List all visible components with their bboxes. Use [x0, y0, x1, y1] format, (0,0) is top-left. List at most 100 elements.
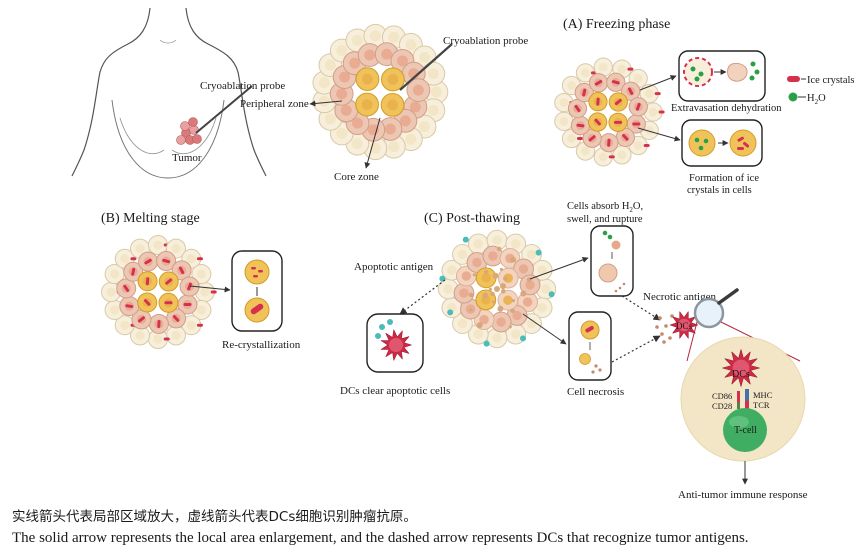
swollen-cell: [598, 263, 618, 283]
legend-ice-label: Ice crystals: [807, 75, 855, 86]
label-core-zone: Core zone: [334, 171, 379, 183]
mhc-receptor: [745, 389, 749, 401]
necrotic-debris: [469, 308, 473, 312]
cell-nucleus: [324, 59, 336, 71]
apoptotic-antigen-dot: [447, 309, 454, 316]
necrotic-debris: [655, 314, 674, 344]
cell-nucleus: [644, 125, 654, 135]
ice-crystal: [611, 80, 620, 85]
cell-nucleus: [135, 244, 145, 254]
arrow-to-extravasation: [639, 75, 677, 91]
cell-nucleus: [581, 146, 590, 156]
cell-nucleus: [581, 68, 590, 78]
cell-nucleus: [135, 330, 145, 340]
cell-nucleus: [427, 104, 439, 116]
ice-crystal: [172, 315, 180, 322]
label-cell-necrosis: Cell necrosis: [567, 386, 624, 398]
necrotic-cell: [579, 353, 591, 365]
apoptotic-antigen-dot: [483, 340, 490, 347]
cell-nucleus: [633, 74, 643, 83]
cell-nucleus: [559, 98, 569, 107]
cell-nucleus: [457, 318, 468, 329]
necrotic-debris: [510, 308, 515, 314]
label-dcs-big: DCs: [732, 369, 750, 380]
cell-nucleus: [633, 141, 643, 150]
cell-nucleus: [324, 113, 336, 125]
tumor-cell: [188, 117, 198, 127]
ice-crystal: [643, 144, 650, 148]
legend-water-icon: [788, 92, 798, 102]
water-drop: [703, 138, 709, 144]
body-silhouette: [71, 7, 267, 179]
label-cd28: CD28: [712, 401, 732, 411]
apoptotic-antigen-dot: [462, 236, 469, 243]
cell-nucleus: [510, 329, 521, 339]
cell-nucleus: [617, 64, 627, 74]
necrotic-debris: [526, 277, 532, 282]
ice-crystal: [614, 98, 622, 106]
label-tumor: Tumor: [172, 152, 202, 164]
cell-nucleus: [648, 107, 658, 117]
ice-crystal: [585, 326, 594, 333]
cell-nucleus: [459, 288, 469, 298]
ice-crystal: [576, 123, 585, 128]
legend-ice-icon: [787, 76, 800, 82]
necrotic-antigen-particle: [658, 316, 662, 320]
ice-crystal: [607, 138, 611, 147]
tumor-cluster-thawing: [437, 229, 557, 349]
caption-chinese: 实线箭头代表局部区域放大，虚线箭头代表DCs细胞识别肿瘤抗原。: [12, 509, 417, 525]
dc-nucleus: [677, 318, 691, 332]
ice-crystal: [632, 122, 641, 126]
ice-crystal: [576, 137, 583, 141]
arrow-to-recrystallization: [189, 285, 231, 293]
water-drop: [690, 66, 696, 72]
apoptotic-antigen-dot: [548, 291, 555, 298]
necrotic-debris: [482, 292, 489, 299]
necrotic-debris: [472, 273, 476, 277]
cell-nucleus: [339, 71, 351, 83]
cell-nucleus: [525, 280, 535, 290]
ice-crystal: [654, 92, 661, 96]
necrotic-debris: [495, 287, 499, 291]
cell-nucleus: [473, 329, 484, 339]
caption-english: The solid arrow represents the local are…: [12, 530, 749, 546]
cell-nucleus: [361, 73, 373, 85]
cell-nucleus: [567, 81, 576, 90]
cell-nucleus: [196, 269, 206, 279]
necrotic-debris: [501, 288, 506, 294]
cell-nucleus: [559, 117, 569, 126]
cell-nucleus: [405, 133, 417, 145]
water-drop: [698, 145, 704, 151]
cd86-receptor: [737, 391, 740, 402]
ice-crystal: [163, 337, 170, 341]
arrow-core: [364, 117, 381, 169]
ice-crystal: [196, 257, 203, 261]
dc-cell-necrotic: [669, 311, 699, 339]
cell-nucleus: [120, 320, 130, 330]
shrunken-cell: [727, 63, 748, 82]
probe-line-cluster: [399, 43, 453, 91]
cell-nucleus: [447, 265, 457, 276]
debris: [618, 286, 622, 290]
cell-nucleus: [349, 57, 361, 69]
cryoablation-diagram: Cryoablation probe Tumor Cryoablation pr…: [71, 7, 855, 500]
ice-crystal: [574, 104, 581, 113]
cell-nucleus: [110, 305, 120, 315]
cell-nucleus: [381, 48, 393, 60]
ice-crystal: [165, 278, 173, 285]
cell-nucleus: [503, 295, 513, 305]
magnifier-handle: [717, 288, 739, 305]
cell-nucleus: [340, 104, 352, 116]
water-drop: [750, 61, 756, 67]
cell-nucleus: [518, 264, 529, 274]
cell-nucleus: [387, 99, 399, 111]
cell-nucleus: [473, 239, 484, 249]
necrotic-debris: [503, 276, 508, 281]
ice-crystal: [658, 110, 665, 114]
cell-nucleus: [419, 51, 430, 63]
label-mhc: MHC: [753, 390, 773, 400]
ice-crystal: [594, 118, 601, 126]
cell-nucleus: [186, 254, 196, 264]
title-melting-stage: (B) Melting stage: [101, 211, 200, 226]
cell-nucleus: [153, 240, 163, 250]
